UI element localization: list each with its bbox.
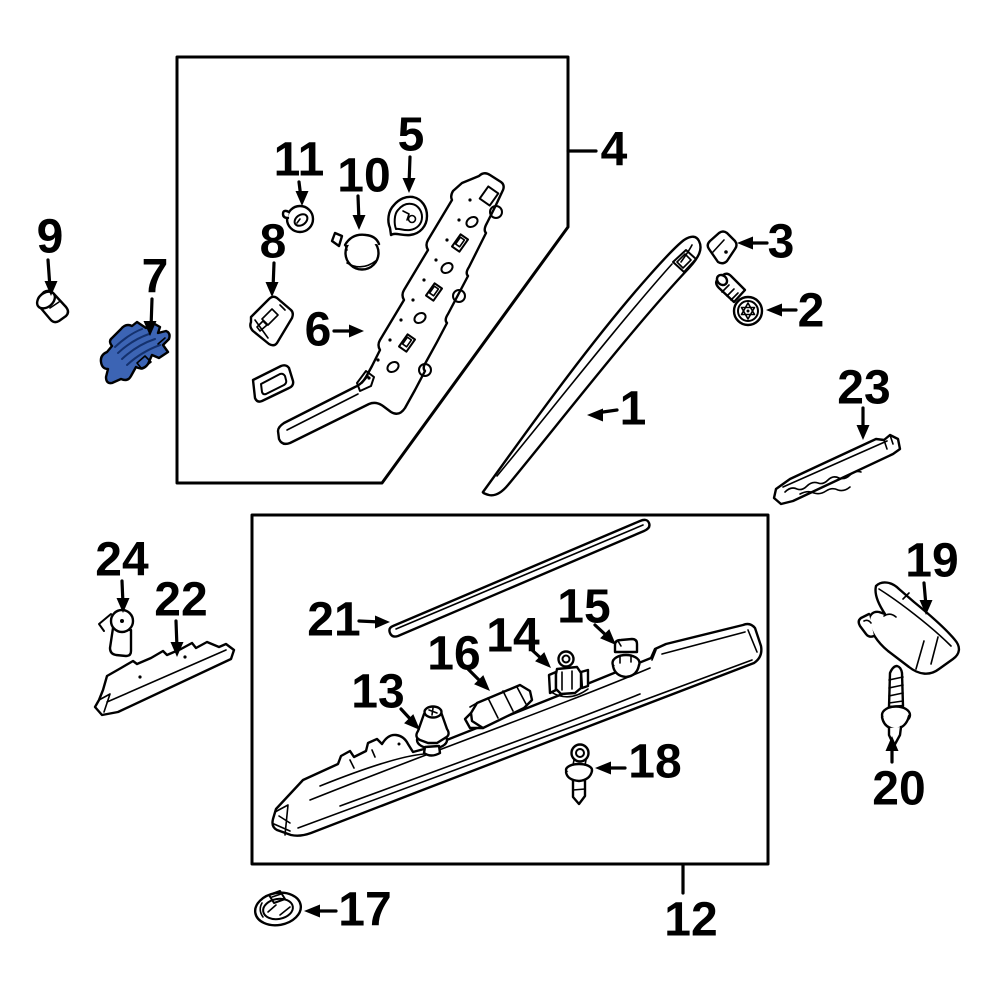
part-2-graphic[interactable] (715, 272, 764, 327)
callout-16[interactable]: 16 (427, 628, 480, 681)
group-4-outline (175, 55, 570, 485)
callout-13[interactable]: 13 (351, 666, 404, 719)
callout-14[interactable]: 14 (486, 610, 540, 663)
callout-4[interactable]: 4 (601, 124, 628, 177)
part-6-graphic[interactable] (276, 172, 505, 446)
bracket-clip-graphic[interactable] (251, 364, 295, 403)
callout-11[interactable]: 11 (274, 134, 325, 187)
part-22-graphic[interactable] (93, 640, 236, 717)
part-10-graphic[interactable] (330, 231, 381, 271)
callout-7[interactable]: 7 (142, 251, 169, 304)
callout-1[interactable]: 1 (620, 383, 647, 436)
callout-21[interactable]: 21 (307, 594, 360, 647)
part-8-graphic[interactable] (249, 295, 294, 347)
part-18-graphic[interactable] (564, 743, 594, 806)
callout-20[interactable]: 20 (872, 763, 925, 816)
callout-22[interactable]: 22 (154, 574, 207, 627)
part-21-graphic[interactable] (388, 518, 651, 638)
part-17-graphic[interactable] (253, 889, 304, 929)
part-15-graphic[interactable] (611, 637, 641, 679)
callout-5[interactable]: 5 (398, 109, 425, 162)
part-1-graphic[interactable] (481, 235, 702, 497)
callout-labels: 9 7 11 10 5 8 6 4 3 2 1 23 24 22 21 13 1… (37, 109, 959, 947)
callout-24[interactable]: 24 (95, 534, 149, 587)
part-20-graphic[interactable] (880, 664, 912, 748)
callout-8[interactable]: 8 (260, 216, 287, 269)
callout-23[interactable]: 23 (837, 362, 890, 415)
part-9-graphic[interactable] (34, 288, 70, 324)
part-16-graphic[interactable] (463, 683, 534, 730)
part-3-graphic[interactable] (706, 230, 738, 265)
part-7-graphic-highlighted[interactable] (99, 320, 171, 385)
callout-19[interactable]: 19 (905, 535, 958, 588)
part-13-graphic[interactable] (415, 705, 450, 757)
part-14-graphic[interactable] (547, 650, 590, 698)
callout-17[interactable]: 17 (338, 884, 391, 937)
part-12-graphic[interactable] (271, 622, 763, 837)
callout-6[interactable]: 6 (305, 304, 332, 357)
part-11-graphic[interactable] (281, 204, 315, 234)
part-23-graphic[interactable] (772, 433, 902, 506)
callout-18[interactable]: 18 (628, 736, 681, 789)
callout-12[interactable]: 12 (664, 894, 717, 947)
part-5-graphic[interactable] (387, 195, 429, 237)
callout-2[interactable]: 2 (798, 285, 825, 338)
callout-9[interactable]: 9 (37, 211, 64, 264)
callout-3[interactable]: 3 (768, 216, 795, 269)
callout-15[interactable]: 15 (557, 581, 610, 634)
part-24-graphic[interactable] (98, 608, 135, 658)
callout-arrows (44, 149, 933, 918)
part-19-graphic[interactable] (857, 581, 961, 675)
callout-10[interactable]: 10 (337, 150, 390, 203)
